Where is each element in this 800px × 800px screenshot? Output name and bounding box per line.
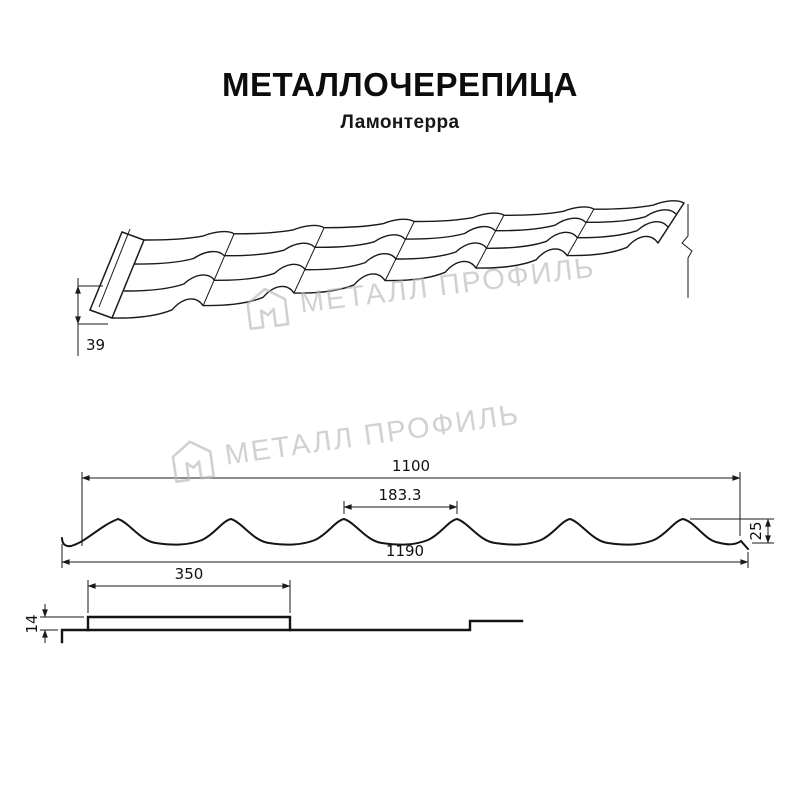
dim-overall-width: 1190 (61, 542, 749, 568)
dim-label-350: 350 (175, 565, 204, 583)
profile-view: 1100 183.3 25 1190 (61, 457, 774, 568)
profile-wave-path (61, 517, 749, 550)
iso-flange-top (121, 231, 145, 241)
step-base-line (60, 619, 524, 644)
iso-flange-outer (89, 231, 123, 311)
iso-view: 39 (75, 200, 693, 356)
iso-break-mark (681, 204, 693, 298)
dim-step-height: 14 (23, 604, 84, 643)
dim-label-1100: 1100 (392, 457, 430, 475)
step-view: 350 14 (23, 565, 524, 644)
iso-column-ribs (202, 208, 595, 307)
dim-edge-height: 39 (75, 278, 108, 356)
dim-label-1190: 1190 (386, 542, 424, 560)
iso-back-edge (143, 200, 685, 241)
page-title: МЕТАЛЛОЧЕРЕПИЦА (222, 66, 578, 103)
page-subtitle: Ламонтерра (340, 112, 460, 133)
iso-flange-bottom (89, 309, 113, 319)
dim-wave-pitch: 183.3 (343, 486, 458, 514)
dim-label-14: 14 (23, 614, 41, 633)
iso-left-edge (111, 239, 145, 319)
dim-label-183: 183.3 (379, 486, 422, 504)
iso-right-edge (657, 202, 685, 244)
dim-label-39: 39 (86, 336, 105, 354)
step-module-line (86, 615, 292, 632)
dim-label-25: 25 (747, 521, 765, 540)
iso-flange-inner (98, 228, 131, 308)
dim-profile-height: 25 (690, 518, 774, 544)
dim-module-length: 350 (87, 565, 291, 613)
